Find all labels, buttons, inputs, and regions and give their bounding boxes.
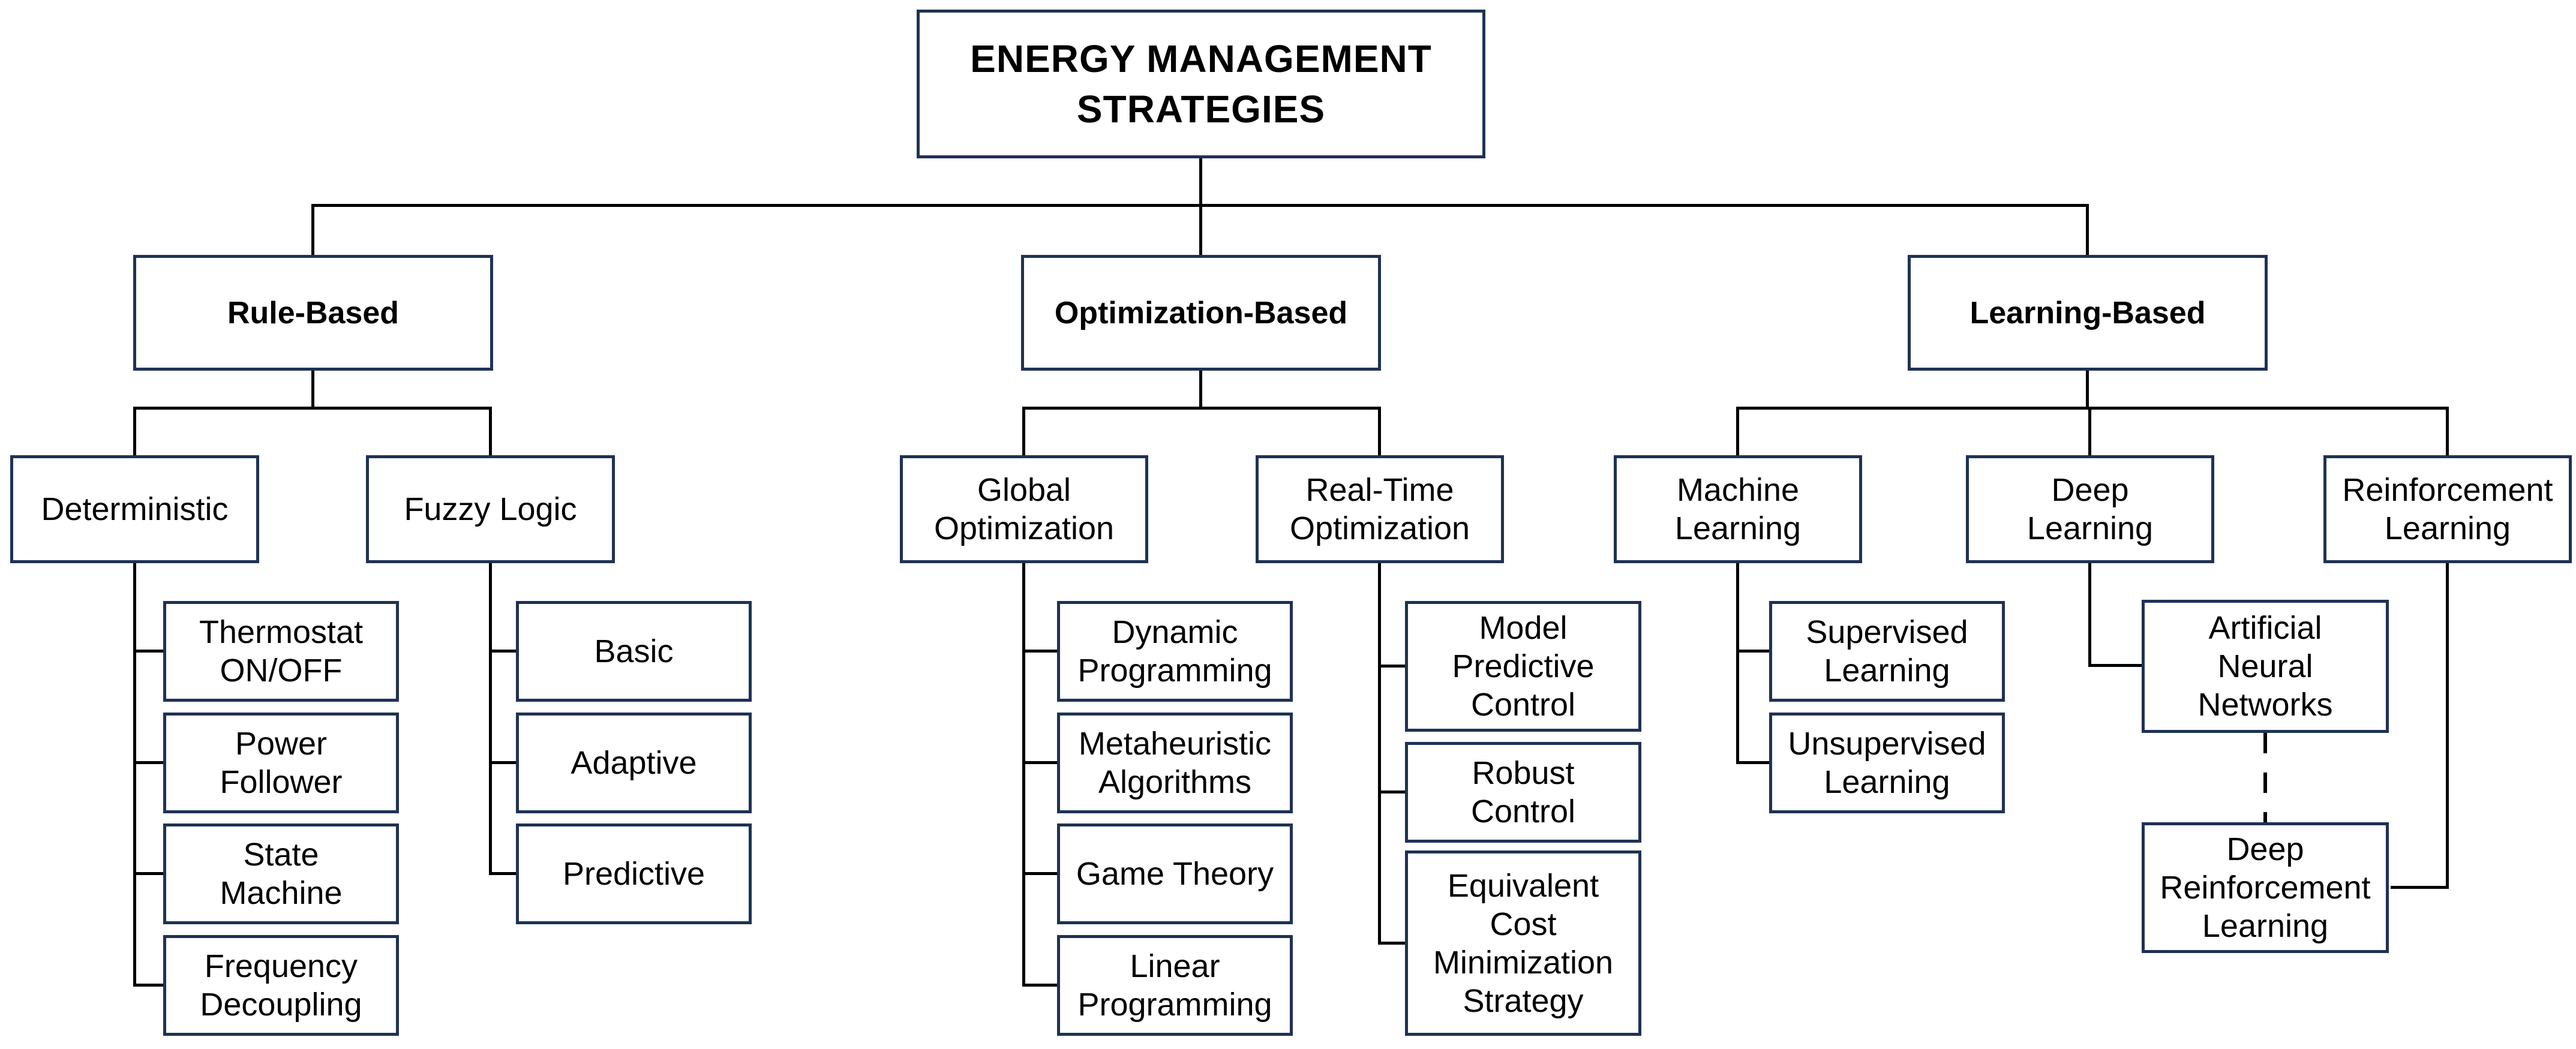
node-predictive: Predictive (516, 823, 752, 924)
node-machine-learning: Machine Learning (1614, 455, 1862, 563)
connector-line (1736, 407, 2449, 410)
connector-line (1022, 407, 1381, 410)
connector-line (1736, 650, 1771, 653)
connector-line (2088, 561, 2091, 667)
connector-line (1736, 407, 1739, 456)
connector-line (1378, 665, 1407, 668)
node-basic: Basic (516, 601, 752, 702)
connector-line (489, 872, 518, 875)
connector-line (311, 204, 2089, 207)
node-artificial-neural-networks: Artificial Neural Networks (2142, 600, 2389, 733)
connector-line (2086, 369, 2089, 410)
node-global-optimization: Global Optimization (900, 455, 1148, 563)
node-state-machine: State Machine (163, 823, 399, 924)
node-learning-based: Learning-Based (1908, 255, 2268, 371)
node-model-predictive-control: Model Predictive Control (1405, 601, 1641, 732)
connector-line (1736, 561, 1739, 764)
connector-line (311, 369, 314, 410)
connector-line (1022, 407, 1025, 456)
connector-line (2391, 886, 2449, 889)
connector-line (133, 872, 166, 875)
node-fuzzy-logic: Fuzzy Logic (366, 455, 615, 563)
connector-line (1022, 650, 1059, 653)
node-power-follower: Power Follower (163, 713, 399, 813)
connector-line (133, 561, 136, 987)
connector-line (1022, 561, 1025, 987)
node-robust-control: Robust Control (1405, 742, 1641, 843)
connector-line (489, 761, 518, 764)
connector-line (133, 407, 136, 456)
connector-line (1199, 369, 1202, 410)
connector-line (1736, 761, 1771, 764)
node-optimization-based: Optimization-Based (1021, 255, 1381, 371)
connector-line (2446, 407, 2449, 456)
node-deep-reinforcement-learning: Deep Reinforcement Learning (2142, 822, 2389, 953)
connector-line (133, 407, 492, 410)
node-thermostat-on-off: Thermostat ON/OFF (163, 601, 399, 702)
node-metaheuristic-algorithms: Metaheuristic Algorithms (1057, 713, 1293, 813)
connector-line (1378, 942, 1407, 945)
node-dynamic-programming: Dynamic Programming (1057, 601, 1293, 702)
connector-line (1022, 984, 1059, 987)
node-equivalent-cost-minimization-strategy: Equivalent Cost Minimization Strategy (1405, 850, 1641, 1036)
node-deep-learning: Deep Learning (1966, 455, 2214, 563)
connector-line (2088, 407, 2091, 456)
connector-line (1022, 761, 1059, 764)
node-unsupervised-learning: Unsupervised Learning (1769, 713, 2005, 813)
connector-line (1378, 561, 1381, 945)
node-energy-management-strategies: ENERGY MANAGEMENT STRATEGIES (917, 10, 1485, 158)
connector-line (1378, 790, 1407, 793)
node-supervised-learning: Supervised Learning (1769, 601, 2005, 702)
node-reinforcement-learning: Reinforcement Learning (2323, 455, 2572, 563)
connector-dashed-ann-to-drl (2263, 733, 2267, 822)
connector-line (311, 204, 314, 255)
connector-line (489, 561, 492, 875)
connector-line (489, 650, 518, 653)
node-rule-based: Rule-Based (133, 255, 493, 371)
node-real-time-optimization: Real-Time Optimization (1256, 455, 1504, 563)
connector-line (133, 761, 166, 764)
node-adaptive: Adaptive (516, 713, 752, 813)
connector-line (2086, 204, 2089, 255)
connector-line (489, 407, 492, 456)
node-game-theory: Game Theory (1057, 823, 1293, 924)
node-deterministic: Deterministic (10, 455, 259, 563)
connector-line (1378, 407, 1381, 456)
connector-line (2446, 561, 2449, 889)
node-frequency-decoupling: Frequency Decoupling (163, 935, 399, 1036)
connector-line (133, 650, 166, 653)
connector-line (2088, 664, 2143, 667)
connector-line (1022, 872, 1059, 875)
node-linear-programming: Linear Programming (1057, 935, 1293, 1036)
connector-line (133, 984, 166, 987)
